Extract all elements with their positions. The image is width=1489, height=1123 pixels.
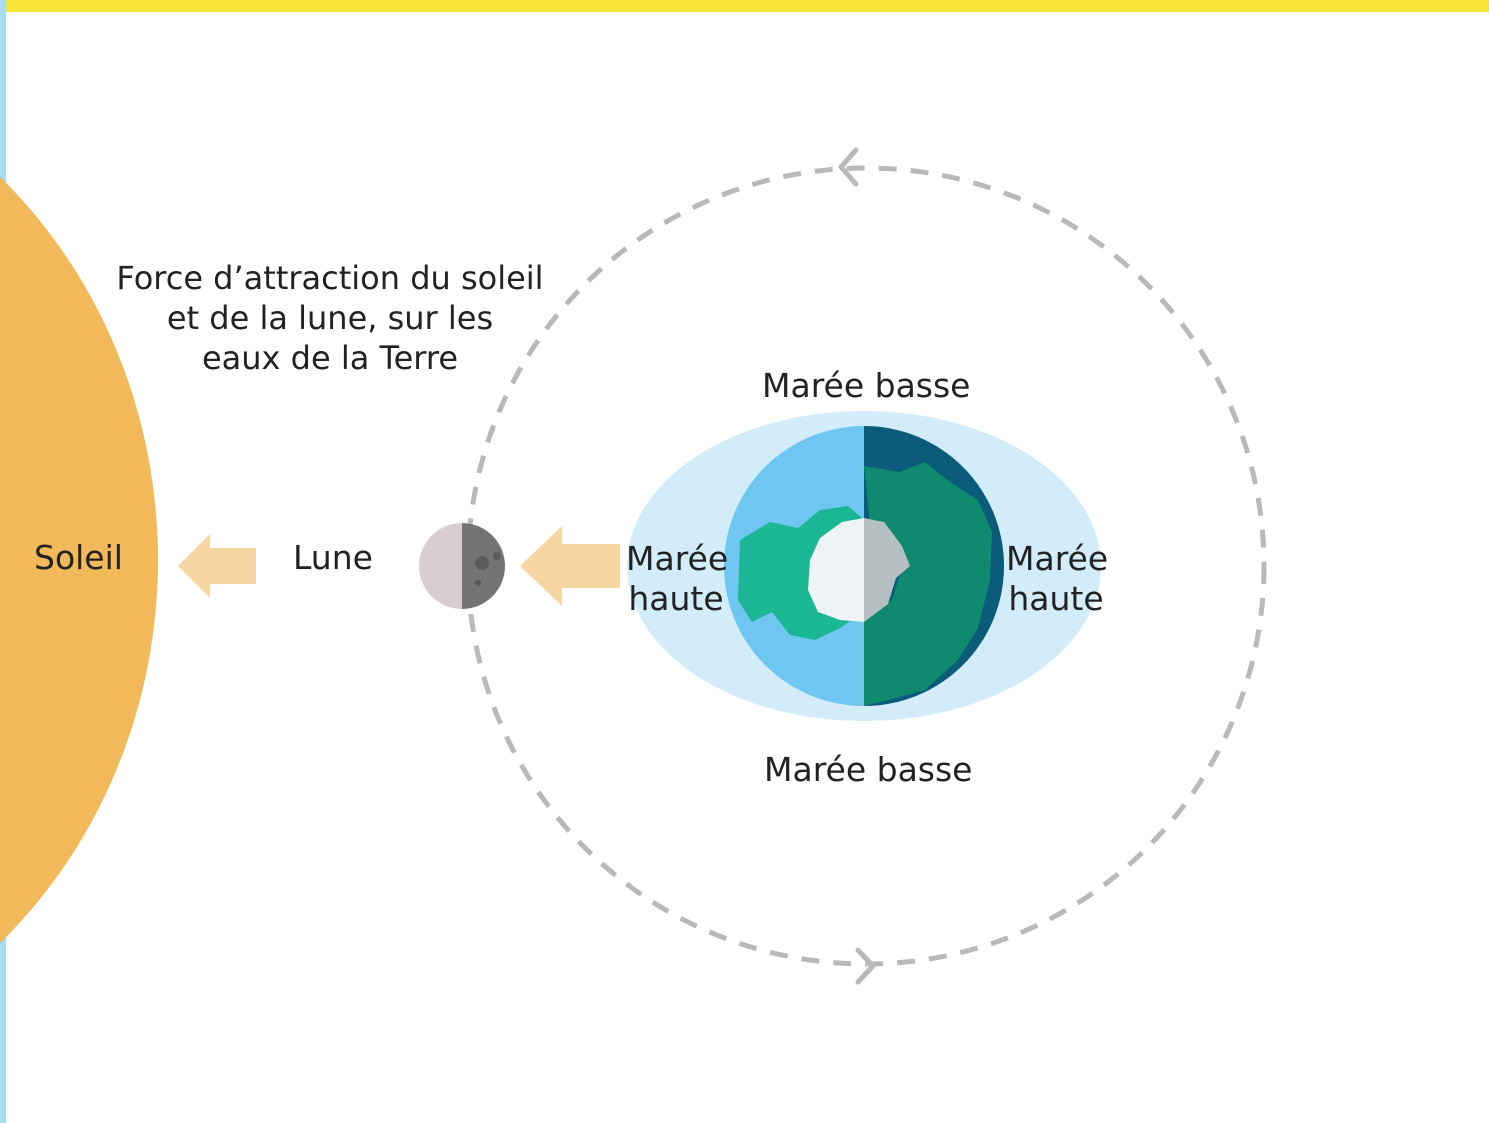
moon-icon xyxy=(419,523,505,609)
low-tide-top-label: Marée basse xyxy=(762,366,971,405)
high-tide-left-line: Marée xyxy=(626,539,729,578)
high-tide-left-line: haute xyxy=(628,579,724,618)
sun-label: Soleil xyxy=(34,538,123,577)
caption-line: et de la lune, sur les xyxy=(166,299,494,337)
caption-line: eaux de la Terre xyxy=(201,339,459,377)
high-tide-right-label: Marée haute xyxy=(1006,539,1109,619)
moon-label: Lune xyxy=(293,538,373,577)
high-tide-left-label: Marée haute xyxy=(626,539,729,619)
force-caption: Force d’attraction du soleil et de la lu… xyxy=(110,258,550,378)
low-tide-bottom-label: Marée basse xyxy=(764,750,973,789)
high-tide-right-line: haute xyxy=(1008,579,1104,618)
arrow-left-icon xyxy=(520,526,620,606)
caption-line: Force d’attraction du soleil xyxy=(116,259,544,297)
frame-top-border xyxy=(0,0,1489,12)
sun-icon xyxy=(0,177,158,943)
arrow-left-icon xyxy=(178,534,256,598)
earth-icon xyxy=(724,426,1004,706)
high-tide-right-line: Marée xyxy=(1006,539,1109,578)
